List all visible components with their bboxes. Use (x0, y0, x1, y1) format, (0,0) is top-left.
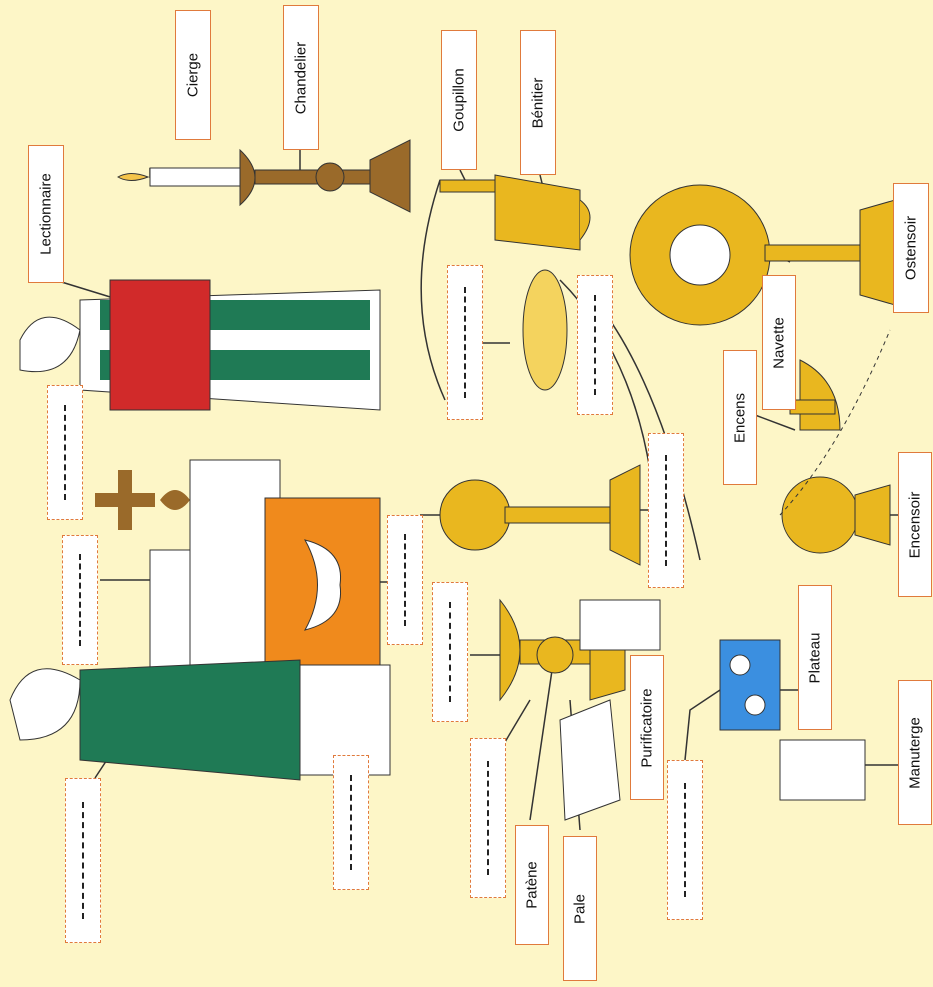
label-plateau-text: Plateau (807, 632, 824, 683)
ciborium-base (610, 465, 640, 565)
label-encensoir: Encensoir (898, 452, 932, 597)
incense-boat-illustration (790, 360, 840, 430)
chalice-cup (500, 600, 520, 700)
label-manuterge-text: Manuterge (907, 717, 924, 789)
manuterge-towel (780, 740, 865, 800)
crucifix-stand (160, 490, 190, 510)
label-patene: Patène (515, 825, 549, 945)
encensoir-body (782, 477, 858, 553)
monstrance-base (860, 200, 895, 305)
label-lectionnaire: Lectionnaire (28, 145, 64, 283)
encensoir-foot (855, 485, 890, 545)
chandelier-illustration (240, 140, 410, 212)
label-ostensoir: Ostensoir (893, 183, 929, 313)
paten-dish (523, 270, 567, 390)
cruet-2 (745, 695, 765, 715)
label-chandelier-text: Chandelier (293, 41, 310, 114)
paten-dish-illustration (523, 270, 567, 390)
answer-line (82, 802, 84, 919)
cruets-illustration (720, 640, 780, 730)
label-pale-text: Pale (572, 893, 589, 923)
answer-line (684, 783, 686, 897)
navette-boat (800, 360, 840, 430)
label-cierge: Cierge (175, 10, 211, 140)
answer-box-2[interactable] (62, 535, 98, 665)
ciborium-stem (505, 507, 615, 523)
label-purificatoire-text: Purificatoire (639, 688, 656, 767)
answer-box-10[interactable] (648, 433, 684, 588)
label-pale: Pale (563, 836, 597, 981)
answer-box-11[interactable] (667, 760, 703, 920)
label-purificatoire: Purificatoire (630, 655, 664, 800)
chandelier-base (370, 140, 410, 212)
answer-line (594, 295, 596, 394)
celebrant-chasuble (80, 660, 300, 780)
label-lectionnaire-text: Lectionnaire (38, 173, 55, 255)
answer-line (449, 602, 451, 701)
candle-body (150, 168, 242, 186)
label-benitier-text: Bénitier (530, 77, 547, 128)
label-cierge-text: Cierge (185, 53, 202, 97)
goupillon-handle (440, 180, 500, 192)
label-encens-text: Encens (732, 392, 749, 442)
label-benitier: Bénitier (520, 30, 556, 175)
patene-plate (537, 637, 573, 673)
cruet-1 (730, 655, 750, 675)
chandelier-knob (316, 163, 344, 191)
ciborium-bowl (440, 480, 510, 550)
answer-line (487, 761, 489, 875)
benitier-bucket (495, 175, 580, 250)
plateau-tray (720, 640, 780, 730)
leader-blank-8 (505, 700, 530, 742)
altar-illustration (95, 460, 380, 690)
celebrant-head (10, 669, 80, 740)
answer-box-6[interactable] (432, 582, 468, 722)
answer-line (665, 455, 667, 565)
monstrance-lunette (670, 225, 730, 285)
crucifix (95, 470, 155, 530)
chandelier-stem (255, 170, 375, 184)
answer-box-9[interactable] (577, 275, 613, 415)
label-plateau: Plateau (798, 585, 832, 730)
navette-stem (790, 400, 835, 414)
leader-encens (755, 415, 795, 430)
label-ostensoir-text: Ostensoir (903, 216, 920, 280)
label-encens: Encens (723, 350, 757, 485)
pale-card (560, 700, 620, 820)
lector-head (20, 317, 80, 372)
answer-line (404, 534, 406, 626)
label-goupillon: Goupillon (441, 30, 477, 170)
answer-line (79, 554, 81, 646)
candle-flame (118, 174, 148, 181)
label-chandelier: Chandelier (283, 5, 319, 150)
chandelier-cup (240, 150, 255, 205)
chalice-illustration (440, 465, 640, 700)
lectionary-book (110, 280, 210, 410)
answer-box-1[interactable] (47, 385, 83, 520)
label-manuterge: Manuterge (898, 680, 932, 825)
label-goupillon-text: Goupillon (451, 68, 468, 131)
leader-patene (530, 650, 555, 820)
answer-box-5[interactable] (387, 515, 423, 645)
label-encensoir-text: Encensoir (907, 491, 924, 558)
answer-line (350, 775, 352, 871)
label-navette: Navette (762, 275, 796, 410)
answer-box-8[interactable] (470, 738, 506, 898)
answer-box-4[interactable] (333, 755, 369, 890)
monstrance-stem (765, 245, 865, 261)
label-patene-text: Patène (524, 861, 541, 909)
candle-illustration (118, 168, 242, 186)
aspergillum-cord (421, 180, 445, 400)
answer-box-7[interactable] (447, 265, 483, 420)
answer-line (464, 287, 466, 397)
label-navette-text: Navette (771, 317, 788, 369)
benitier-foot (580, 200, 590, 240)
holy-water-illustration (440, 175, 590, 250)
missal-book (150, 550, 190, 680)
answer-box-3[interactable] (65, 778, 101, 943)
purificatoire-cloth (580, 600, 660, 650)
answer-line (64, 405, 66, 501)
thurible-illustration (780, 330, 890, 553)
